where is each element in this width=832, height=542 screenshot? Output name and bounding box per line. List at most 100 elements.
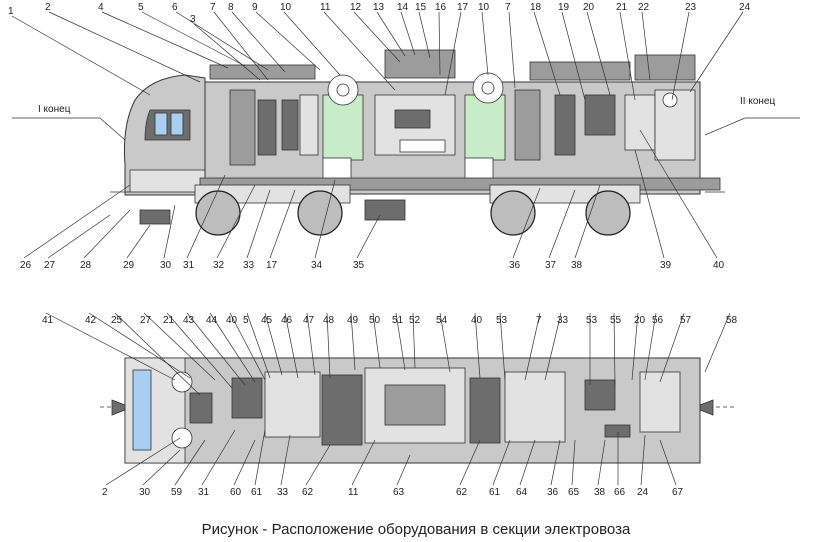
callout-leader [143,312,216,381]
callout-number: 53 [496,315,508,326]
callout-leader [209,312,256,383]
callout-leader [459,439,481,486]
callout-leader [512,187,541,259]
callout-leader [284,312,299,379]
callout-number: 50 [369,315,381,326]
callout-leader [533,11,561,96]
callout-number: 27 [44,260,56,271]
callout-number: 22 [638,2,650,13]
cabinet-f [554,94,576,156]
callout-leader [659,312,685,383]
callout-leader [186,174,226,259]
callout-leader [186,312,246,386]
underframe-box [364,199,406,221]
callout-number: 30 [139,487,151,498]
callout-leader [213,11,269,81]
callout-number: 34 [311,260,323,271]
plan-seat-2 [171,427,193,449]
fan-right-housing [472,72,504,104]
callout-leader [114,312,201,396]
callout-number: 42 [85,315,97,326]
callout-number: 23 [685,2,697,13]
callout-number: 11 [320,2,331,13]
callout-leader [11,15,151,96]
callout-number: 46 [281,315,293,326]
wheel-4 [585,190,631,236]
side-view [12,49,800,236]
callout-leader [548,189,576,259]
callout-leader [499,312,506,381]
plan-console [189,392,213,424]
callout-number: 27 [140,315,152,326]
cabinet-d [299,94,319,156]
callout-number: 37 [545,260,557,271]
callout-number: 6 [172,2,178,13]
callout-leader [88,312,191,379]
callout-leader [174,439,206,486]
callout-number: 28 [80,260,92,271]
callout-leader [376,11,406,57]
callout-leader [574,184,601,259]
callout-leader [126,224,151,259]
callout-leader [438,11,441,76]
callout-number: 35 [353,260,365,271]
callout-leader [201,429,236,486]
callout-leader [163,204,176,259]
callout-number: 20 [634,315,646,326]
callout-number: 26 [20,260,32,271]
callout-number: 55 [610,315,622,326]
callout-leader [412,312,416,369]
callout-number: 53 [586,315,598,326]
callout-leader [481,11,489,76]
fan-block-left [322,94,364,161]
wheel-3 [490,190,536,236]
callout-number: 40 [471,315,483,326]
callout-number: 21 [163,315,175,326]
callout-number: 63 [393,487,405,498]
callout-number: 66 [614,487,626,498]
callout-number: 20 [583,2,595,13]
cabinet-a [229,89,256,166]
callout-number: 21 [616,2,628,13]
callout-number: 2 [45,2,51,13]
callout-number: 32 [213,260,225,271]
plan-block-b [264,371,321,438]
callout-number: 62 [456,487,468,498]
center-terminal [399,139,446,153]
callout-leader [141,11,246,67]
callout-leader [166,312,233,389]
callout-leader [561,11,586,101]
roof-equipment-end [634,54,696,81]
callout-leader [571,439,576,486]
callout-number: 7 [505,2,511,13]
plan-seat-1 [171,371,193,393]
callout-number: 38 [571,260,583,271]
plan-view [100,357,735,464]
callout-number: 31 [183,260,195,271]
callout-leader [353,11,401,63]
callout-number: 13 [373,2,385,13]
callout-leader [400,11,416,56]
fan-block-right [464,94,506,161]
callout-number: 40 [226,315,238,326]
callout-leader [689,11,744,93]
callout-leader [350,312,356,371]
callout-number: 52 [409,315,421,326]
callout-leader [356,214,381,259]
callout-number: 47 [303,315,315,326]
callout-leader [597,439,606,486]
callout-number: 67 [672,487,684,498]
callout-leader [231,11,286,73]
callout-number: 9 [252,2,258,13]
roof-equipment-front [209,64,316,80]
cab-window-right [170,112,184,136]
callout-number: 19 [558,2,570,13]
plan-coupler-front [111,399,126,416]
callout-number: 60 [230,487,242,498]
callout-leader [586,11,611,96]
roof-equipment-center [384,49,456,79]
callout-leader [619,11,636,101]
cab-lower-panel [129,169,206,193]
